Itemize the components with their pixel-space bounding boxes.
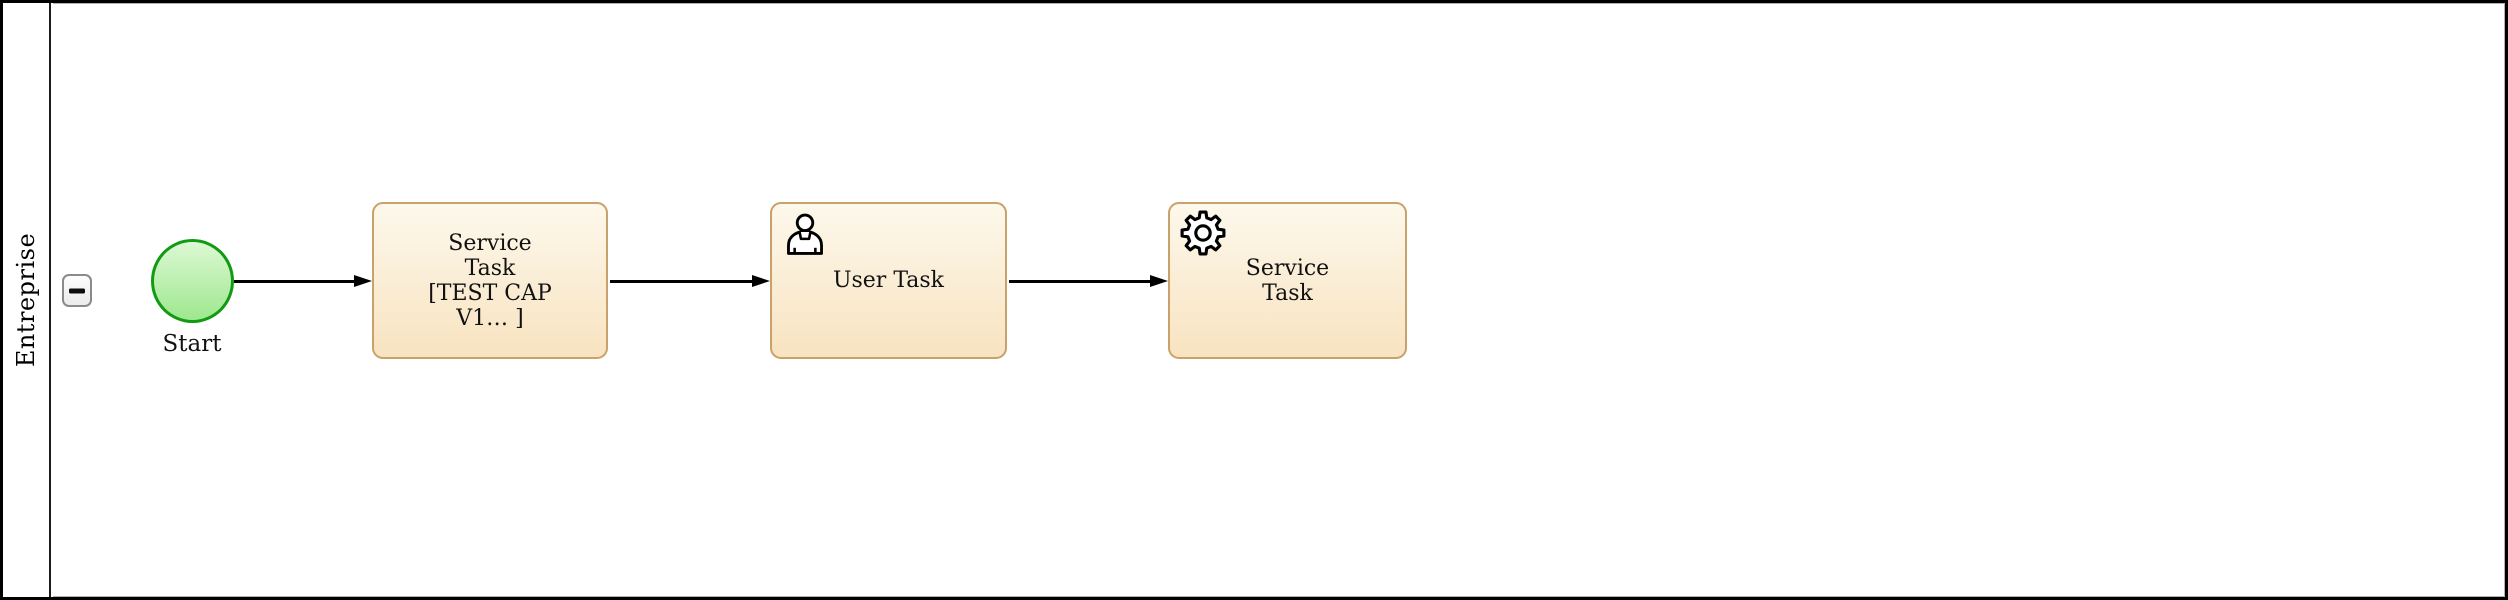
sequence-flow-user-to-service2[interactable] bbox=[1009, 279, 1152, 283]
arrowhead-icon bbox=[752, 274, 770, 287]
task-label-line: V1… ] bbox=[456, 305, 524, 331]
service-task-2[interactable]: Service Task bbox=[1168, 202, 1407, 359]
start-event[interactable] bbox=[151, 239, 234, 323]
service-task-1[interactable]: Service Task [TEST CAP V1… ] bbox=[372, 202, 608, 359]
gear-icon bbox=[1180, 210, 1226, 256]
task-label-line: [TEST CAP bbox=[428, 280, 552, 306]
sequence-flow-start-to-service1[interactable] bbox=[234, 279, 356, 283]
lane-label: Entreprise bbox=[12, 232, 40, 368]
minus-icon bbox=[69, 288, 85, 293]
task-label-line: Task bbox=[464, 255, 516, 281]
task-label-line: Service bbox=[1245, 255, 1330, 281]
task-label-line: User Task bbox=[832, 268, 945, 293]
start-event-label: Start bbox=[162, 331, 222, 357]
sequence-flow-service1-to-user[interactable] bbox=[610, 279, 754, 283]
user-task[interactable]: User Task bbox=[770, 202, 1007, 359]
arrowhead-icon bbox=[1150, 274, 1168, 287]
lane-header[interactable]: Entreprise bbox=[3, 3, 51, 597]
task-label-line: Task bbox=[1262, 280, 1313, 306]
collapse-lane-button[interactable] bbox=[62, 274, 92, 307]
user-icon bbox=[787, 213, 823, 255]
task-label-line: Service bbox=[448, 230, 532, 256]
arrowhead-icon bbox=[354, 274, 372, 287]
